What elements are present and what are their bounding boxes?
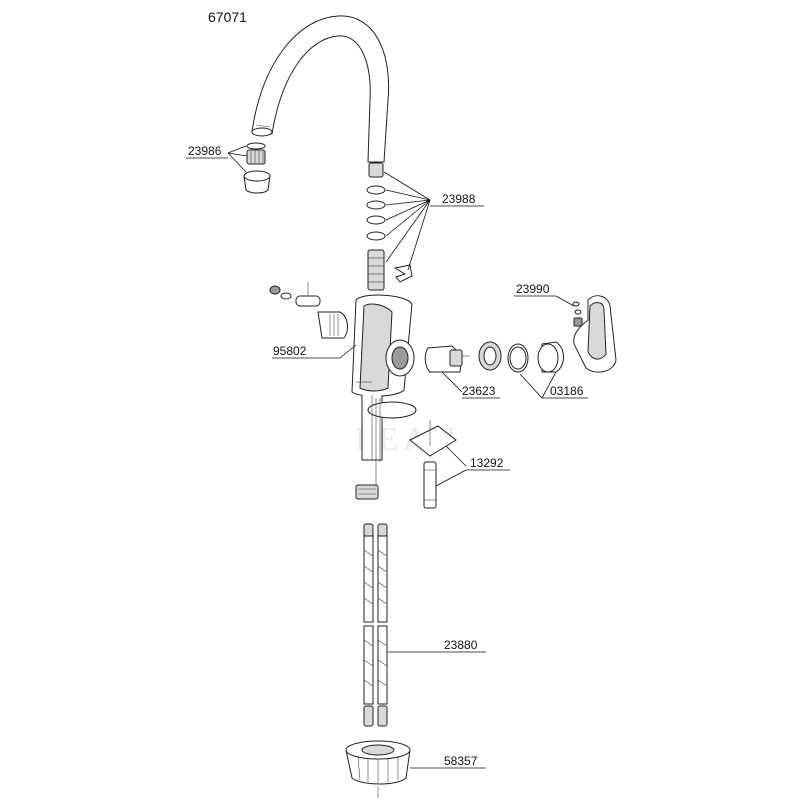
- label-23986: 23986: [186, 144, 248, 173]
- label-13292: 13292: [435, 445, 510, 487]
- part-label: 23986: [188, 144, 222, 158]
- label-23988: 23988: [383, 171, 484, 271]
- part-label: 23990: [516, 282, 550, 296]
- part-label: 03186: [550, 384, 584, 398]
- part-label: 23623: [462, 384, 496, 398]
- part-label: 13292: [470, 456, 504, 470]
- spout-seal-kit: [366, 162, 413, 291]
- label-23990: 23990: [514, 282, 575, 307]
- spout: [251, 15, 390, 163]
- label-58357: 58357: [410, 754, 486, 769]
- part-label: 23880: [444, 638, 478, 652]
- flexible-hoses: [363, 523, 388, 727]
- label-95802: 95802: [272, 344, 357, 359]
- cartridge-nut-set: [478, 341, 564, 373]
- diverter-part: [269, 282, 348, 339]
- mounting-kit: [409, 420, 457, 509]
- part-label: 58357: [444, 754, 478, 768]
- label-23880: 23880: [388, 638, 486, 653]
- model-number: 67071: [208, 9, 247, 25]
- lever-handle: [572, 295, 617, 373]
- part-label: 95802: [273, 344, 307, 358]
- label-23623: 23623: [441, 371, 500, 399]
- faucet-body: [351, 294, 417, 500]
- part-label: 23988: [442, 192, 476, 206]
- label-03186: 03186: [519, 371, 588, 399]
- base-nut: [345, 740, 411, 798]
- aerator-part: [243, 142, 271, 194]
- cartridge-part: [424, 345, 470, 373]
